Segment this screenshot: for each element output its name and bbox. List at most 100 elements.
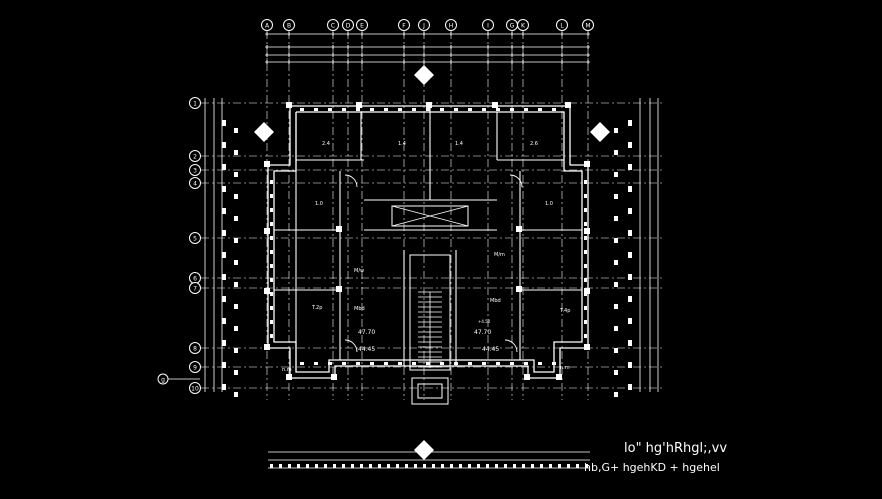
column-grid-label: K	[521, 23, 526, 30]
window-mark	[584, 194, 587, 198]
dimension-tick	[628, 252, 632, 258]
window-mark	[270, 292, 273, 296]
structural-column	[264, 344, 270, 350]
window-mark	[270, 320, 273, 324]
dimension-tick	[450, 464, 453, 468]
dimension-tick	[234, 326, 238, 331]
structural-column	[286, 102, 292, 108]
dimension-tick	[222, 230, 226, 236]
area-label: 47.70	[474, 329, 491, 336]
column-grid-label: L	[560, 23, 564, 30]
column-grid-label: A	[265, 23, 270, 30]
window-mark	[300, 108, 304, 111]
window-mark	[356, 362, 360, 365]
window-mark	[384, 362, 388, 365]
structural-column	[524, 374, 530, 380]
window-mark	[552, 362, 556, 365]
window-mark	[384, 108, 388, 111]
column-grid-label: I	[487, 23, 489, 30]
structural-column	[336, 226, 342, 232]
dimension-tick	[234, 194, 238, 199]
window-mark	[496, 108, 500, 111]
window-mark	[270, 236, 273, 240]
window-mark	[270, 334, 273, 338]
window-mark	[584, 334, 587, 338]
room-label: T.4p	[559, 308, 570, 314]
dimension-tick	[234, 304, 238, 309]
window-mark	[454, 108, 458, 111]
dimension-tick	[628, 318, 632, 324]
dimension-tick	[495, 464, 498, 468]
window-mark	[398, 362, 402, 365]
room-label: Mbd	[490, 298, 501, 304]
column-grid-label: E	[360, 23, 364, 30]
dimension-tick	[387, 464, 390, 468]
dimension-tick	[614, 128, 618, 133]
window-mark	[482, 108, 486, 111]
dimension-tick	[222, 318, 226, 324]
column-grid-bubble	[342, 19, 354, 31]
column-grid-label: D	[346, 23, 351, 30]
window-mark	[584, 222, 587, 226]
dimension-tick	[628, 164, 632, 170]
structural-column	[584, 228, 590, 234]
dimension-tick	[614, 392, 618, 397]
dimension-tick	[222, 384, 226, 390]
dimension-tick	[222, 120, 226, 126]
inner-wall	[273, 111, 583, 373]
window-mark	[584, 208, 587, 212]
row-grid-label: 10	[191, 386, 199, 393]
row-grid-bubble	[189, 150, 201, 162]
dimension-tick	[628, 230, 632, 236]
section-mark-icon	[254, 122, 274, 142]
dimension-tick	[222, 186, 226, 192]
window-mark	[584, 278, 587, 282]
row-grid-bubble	[189, 282, 201, 294]
dimension-tick	[614, 238, 618, 243]
structural-column	[356, 102, 362, 108]
row-grid-label: 7	[193, 286, 197, 293]
window-mark	[538, 362, 542, 365]
column-grid-bubble	[445, 19, 457, 31]
row-grid-bubble	[189, 382, 201, 394]
window-mark	[524, 108, 528, 111]
dimension-tick	[222, 296, 226, 302]
dimension-tick	[405, 464, 408, 468]
dimension-tick	[297, 464, 300, 468]
dimension-tick	[414, 464, 417, 468]
area-label: 44.45	[358, 346, 375, 353]
structural-column	[264, 288, 270, 294]
dimension-tick	[234, 238, 238, 243]
dimension-tick	[459, 464, 462, 468]
window-mark	[552, 108, 556, 111]
row-grid-label: 6	[193, 276, 197, 283]
dimension-tick	[486, 464, 489, 468]
row-grid-bubble	[189, 164, 201, 176]
dimension-tick	[477, 464, 480, 468]
dimension-tick	[513, 464, 516, 468]
window-mark	[370, 108, 374, 111]
window-mark	[538, 108, 542, 111]
window-mark	[270, 208, 273, 212]
window-mark	[270, 278, 273, 282]
dimension-tick	[614, 172, 618, 177]
window-mark	[270, 222, 273, 226]
column-grid-label: J	[422, 23, 425, 30]
dimension-tick	[614, 216, 618, 221]
dimension-tick	[432, 464, 435, 468]
shaft-cross	[391, 205, 469, 227]
dimension-tick	[378, 464, 381, 468]
dimension-tick	[504, 464, 507, 468]
room-label: M/w	[354, 268, 364, 274]
column-grid-bubble	[398, 19, 410, 31]
row-grid-bubble	[189, 177, 201, 189]
window-mark	[342, 108, 346, 111]
window-mark	[412, 108, 416, 111]
row-grid-bubble	[189, 97, 201, 109]
column-grid-bubble	[327, 19, 339, 31]
window-mark	[314, 362, 318, 365]
structural-column	[565, 102, 571, 108]
window-mark	[342, 362, 346, 365]
window-mark	[454, 362, 458, 365]
column-grid-bubble	[556, 19, 568, 31]
